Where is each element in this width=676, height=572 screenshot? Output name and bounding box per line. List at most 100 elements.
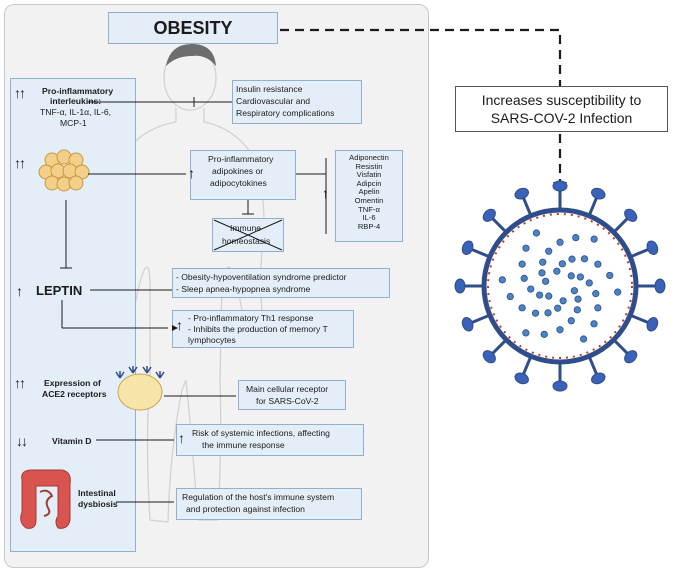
interleukins-up-arrows: ↑↑ bbox=[14, 85, 26, 101]
risk-line-2: the immune response bbox=[202, 440, 285, 450]
adipokine-item: RBP-4 bbox=[357, 221, 381, 231]
th1-up-arrow: ↑ bbox=[176, 317, 183, 333]
dysbiosis-label-2: dysbiosis bbox=[78, 499, 118, 509]
virus-rna-bead bbox=[585, 279, 593, 287]
virus-rna-bead bbox=[540, 330, 548, 338]
adipokine-item: IL-6 bbox=[362, 213, 376, 223]
dysbiosis-label-1: Intestinal bbox=[78, 488, 116, 498]
leptin-effect-1: - Obesity-hypoventilation syndrome predi… bbox=[176, 272, 347, 282]
virus-spike-stem bbox=[614, 217, 629, 232]
virus-rna-bead bbox=[522, 244, 530, 252]
ace2-up-arrows: ↑↑ bbox=[14, 375, 26, 391]
virus-spike-head bbox=[646, 240, 659, 255]
receptor-line-2: for SARS-CoV-2 bbox=[256, 396, 319, 406]
virus-spike-head bbox=[591, 187, 606, 200]
adipokines-box bbox=[190, 150, 296, 200]
th1-line-2: - Inhibits the production of memory T bbox=[188, 324, 328, 334]
virus-spike-stem bbox=[631, 247, 650, 258]
leptin-effects-box bbox=[172, 268, 390, 298]
virus-rna-bead bbox=[574, 295, 582, 303]
virus-spike-stem bbox=[588, 196, 599, 215]
virus-rna-bead bbox=[606, 271, 614, 280]
adipokine-item: Visfatin bbox=[356, 170, 382, 180]
virus-rna-bead bbox=[556, 238, 564, 246]
virus-rna-bead bbox=[592, 290, 600, 298]
adipokine-item: Omentin bbox=[354, 195, 384, 205]
virus-rna-bead bbox=[558, 260, 566, 268]
virus-rna-bead bbox=[554, 304, 562, 312]
virus-spike-head bbox=[482, 350, 496, 364]
virus-rna-bead bbox=[567, 317, 575, 325]
virus-rna-bead bbox=[544, 309, 552, 317]
virus-spike-stem bbox=[588, 357, 599, 376]
risk-up-arrow: ↑ bbox=[178, 430, 185, 446]
interleukins-detail-2: MCP-1 bbox=[60, 118, 87, 128]
ace2-label-2: ACE2 receptors bbox=[42, 389, 107, 399]
virus-spike-head bbox=[461, 240, 474, 255]
immune-regulation-box bbox=[176, 488, 362, 520]
interleukins-detail-1: TNF-α, IL-1α, IL-6, bbox=[40, 107, 112, 117]
virus-rna-bead bbox=[541, 277, 550, 285]
th1-line-1: - Pro-inflammatory Th1 response bbox=[188, 313, 314, 323]
adipokines-line-1: Pro-inflammatory bbox=[208, 154, 274, 164]
adipokine-item: Adipcin bbox=[356, 178, 382, 188]
ace2-receptor-box bbox=[238, 380, 346, 410]
immune-line-2: homeostasis bbox=[222, 236, 271, 246]
risk-line-1: Risk of systemic infections, affecting bbox=[192, 428, 330, 438]
virus-rna-bead bbox=[538, 269, 546, 277]
adipokine-item: Resistin bbox=[355, 161, 383, 171]
virus-spike-head bbox=[552, 380, 568, 392]
leptin-label: LEPTIN bbox=[36, 283, 83, 298]
virus-spike-stem bbox=[614, 340, 629, 355]
interleukins-heading-1: Pro-inflammatory bbox=[42, 86, 114, 96]
virus-spike-stem bbox=[470, 247, 489, 258]
insulin-resistance-box bbox=[232, 80, 362, 124]
virus-spike-head bbox=[461, 317, 474, 332]
adipose-up-arrows: ↑↑ bbox=[14, 155, 26, 171]
adipokines-line-2: adipokines or bbox=[212, 166, 264, 176]
virus-rna-bead bbox=[532, 229, 541, 237]
virus-spike-stem bbox=[491, 217, 506, 232]
virus-spike-head bbox=[514, 372, 529, 385]
virus-rna-bead bbox=[572, 234, 580, 242]
vitamin-d-label: Vitamin D bbox=[52, 436, 92, 446]
virus-rna-bead bbox=[522, 329, 530, 337]
regulation-line-1: Regulation of the host's immune system bbox=[182, 492, 335, 502]
virus-spike-head bbox=[624, 350, 638, 364]
insulin-line-1: Insulin resistance bbox=[236, 84, 303, 94]
ace2-label-1: Expression of bbox=[44, 378, 101, 388]
adipokines-line-3: adipocytokines bbox=[210, 178, 267, 188]
virus-rna-bead bbox=[580, 255, 589, 263]
susceptibility-box: Increases susceptibility to SARS-COV-2 I… bbox=[455, 86, 668, 132]
virus-rna-bead bbox=[576, 273, 584, 281]
virus-rna-bead bbox=[570, 287, 579, 295]
th1-line-3: lymphocytes bbox=[188, 335, 236, 345]
virus-rna-bead bbox=[518, 304, 526, 312]
virus-rna-bead bbox=[539, 258, 547, 266]
immune-line-1: Immune bbox=[230, 223, 262, 233]
vitamin-d-down-arrows: ↓↓ bbox=[16, 433, 28, 449]
adipokine-item: TNF-α bbox=[358, 204, 380, 214]
leptin-effect-2: - Sleep apnea-hypopnea syndrome bbox=[176, 284, 311, 294]
adipokines-up-arrow: ↑ bbox=[188, 165, 195, 181]
virus-spike-head bbox=[591, 372, 606, 385]
title-obesity: OBESITY bbox=[108, 12, 278, 44]
virus-rna-bead bbox=[573, 306, 581, 314]
leptin-up-arrow: ↑ bbox=[16, 283, 23, 299]
virus-spike-head bbox=[624, 208, 638, 222]
virus-spike-head bbox=[514, 187, 529, 200]
virus-rna-bead bbox=[559, 297, 567, 305]
virus-rna-bead bbox=[568, 255, 576, 263]
virus-rna-bead bbox=[527, 285, 535, 293]
virus-spike-head bbox=[552, 180, 568, 192]
regulation-line-2: and protection against infection bbox=[186, 504, 305, 514]
virus-spike-stem bbox=[491, 340, 506, 355]
virus-spike-head bbox=[482, 208, 496, 222]
virus-spike-head bbox=[654, 278, 666, 294]
interleukins-heading-2: interleukins: bbox=[50, 96, 102, 106]
adipokine-item: Apelin bbox=[358, 187, 380, 197]
